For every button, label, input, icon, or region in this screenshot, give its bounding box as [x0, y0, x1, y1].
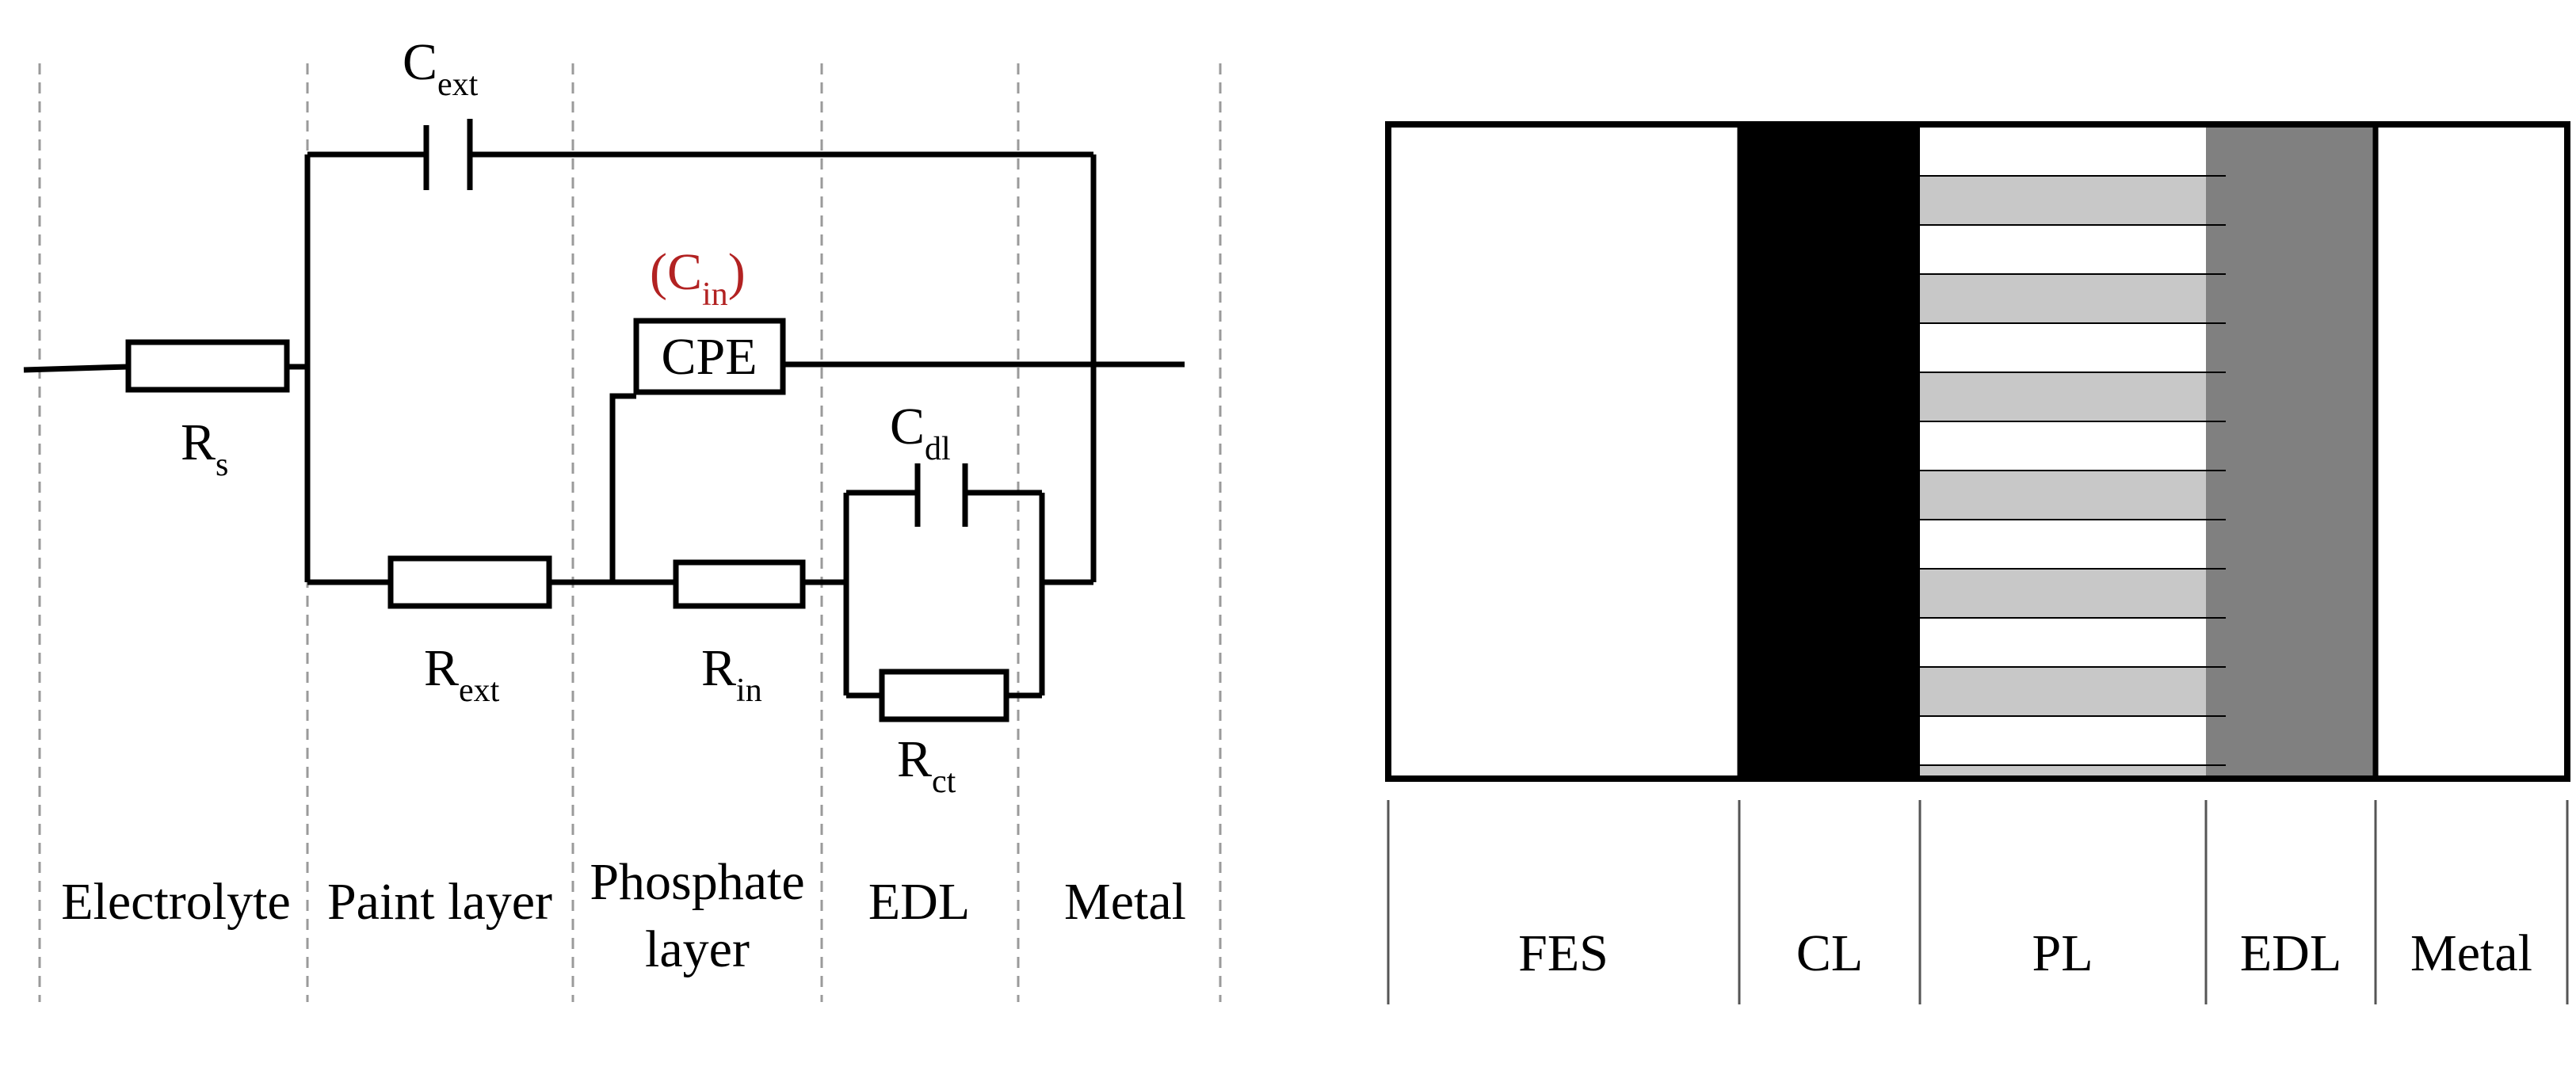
region-paint-layer: Paint layer [327, 873, 552, 931]
capacitor-c-ext [423, 119, 473, 190]
pl-band [1920, 127, 2206, 176]
cpe-element [633, 318, 786, 395]
pl-band [1920, 471, 2206, 520]
region-phosphate-layer: layer [645, 920, 750, 978]
pl-band [1920, 667, 2206, 716]
pl-band [1920, 569, 2206, 618]
pl-band [1920, 716, 2206, 765]
label-cpe: CPE [661, 328, 757, 386]
region-phosphate: Phosphate [590, 853, 804, 911]
region-metal-right: Metal [2410, 924, 2532, 982]
wire-input [23, 364, 129, 373]
label-r-in: Rin [701, 639, 762, 709]
region-metal: Metal [1064, 873, 1186, 931]
resistor-r-ct [879, 669, 1009, 722]
region-cl: CL [1796, 924, 1863, 982]
layer-model: FES CL PL EDL Metal [1385, 121, 2570, 1004]
region-edl: EDL [868, 873, 970, 931]
layer-model-frame [1385, 121, 2570, 782]
resistor-r-in [673, 559, 806, 609]
resistor-r-s [125, 339, 290, 393]
wire-cpe-vertical [609, 393, 636, 582]
capacitor-c-dl [914, 463, 968, 527]
layer-cl [1739, 127, 1920, 776]
region-pl: PL [2032, 924, 2093, 982]
pl-band [1920, 176, 2206, 225]
pl-band [1920, 323, 2206, 372]
region-edl-right: EDL [2240, 924, 2341, 982]
label-c-ext: Cext [403, 33, 479, 103]
region-electrolyte: Electrolyte [61, 873, 291, 931]
label-r-s: Rs [181, 413, 228, 483]
label-r-ct: Rct [897, 730, 956, 800]
pl-band [1920, 765, 2206, 776]
layer-pl-stripes [1920, 127, 2226, 776]
pl-band [1920, 520, 2206, 569]
label-r-ext: Rext [424, 639, 500, 709]
equivalent-circuit: Cext (Cin) CPE Rs Rext Rin Cdl Rct Elect… [23, 33, 1222, 1002]
resistor-r-ext [387, 555, 552, 609]
pl-band [1920, 225, 2206, 274]
region-fes: FES [1518, 924, 1609, 982]
pl-band [1920, 618, 2206, 667]
layer-edl [2206, 127, 2376, 776]
label-c-dl: Cdl [890, 398, 951, 467]
label-c-in: (Cin) [650, 243, 746, 313]
pl-band [1920, 274, 2206, 323]
pl-band [1920, 421, 2206, 471]
pl-band [1920, 372, 2206, 421]
